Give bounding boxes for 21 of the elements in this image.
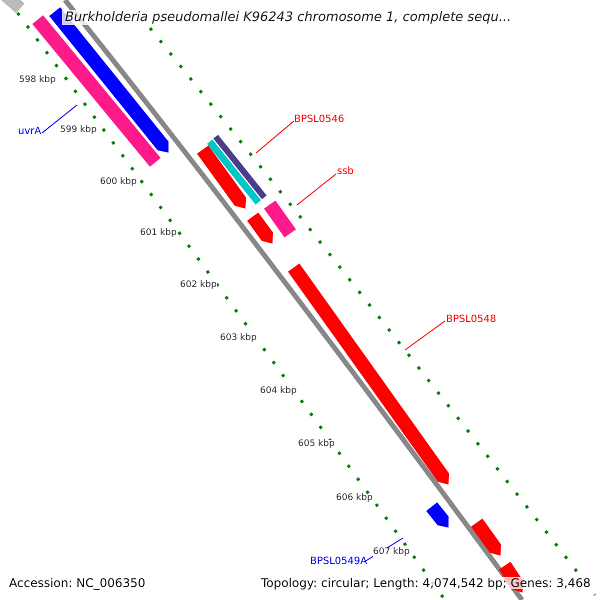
leader-line [296, 174, 336, 206]
scale-label: 601 kbp [140, 229, 177, 238]
footer-text: Topology: circular; Length: 4,074,542 bp; Genes: 3,468 [261, 577, 591, 589]
scale-label: 598 kbp [19, 76, 56, 85]
scale-label: 602 kbp [180, 281, 217, 290]
scale-label: 599 kbp [60, 126, 97, 135]
gene-label: ssb [337, 167, 354, 177]
leader-line [404, 320, 446, 350]
scale-label: 606 kbp [336, 494, 373, 503]
gene-label: BPSL0548 [446, 315, 496, 325]
leader-line [256, 120, 294, 154]
gene-label: BPSL0549A [310, 557, 368, 567]
leader-line [42, 104, 78, 134]
scale-label: 607 kbp [373, 548, 410, 557]
scale-label: 600 kbp [100, 178, 137, 187]
scale-label: 604 kbp [260, 387, 297, 396]
scale-label: 605 kbp [298, 440, 335, 449]
footer-text: Accession: NC_006350 [9, 577, 146, 589]
gene-label: BPSL0546 [294, 115, 344, 125]
scale-label: 603 kbp [220, 334, 257, 343]
gene-label: uvrA [18, 127, 42, 137]
